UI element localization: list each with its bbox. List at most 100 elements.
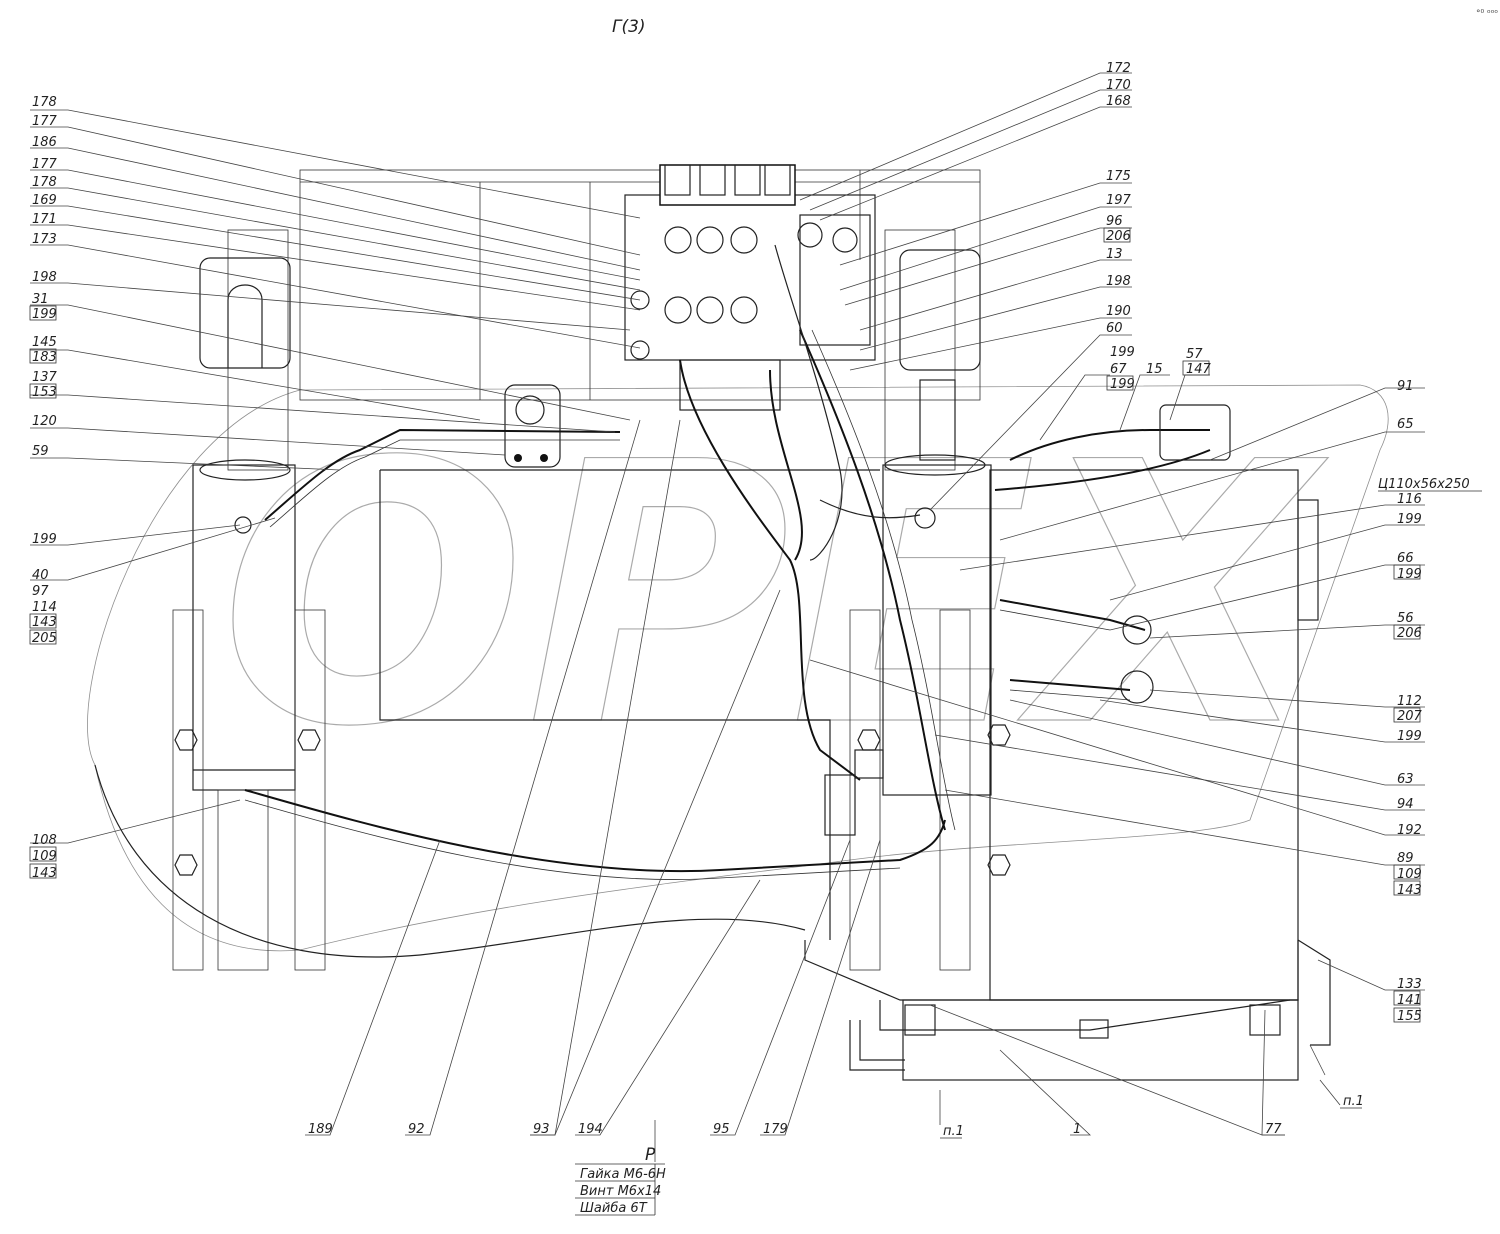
svg-text:56: 56 <box>1397 611 1414 626</box>
svg-text:207: 207 <box>1397 709 1423 724</box>
callouts-left: 178 177 186 177 178 169 171 173 198 31 1… <box>29 95 58 881</box>
svg-text:97: 97 <box>32 584 49 599</box>
callouts-bottom: 189 92 93 194 95 179 1 77 п.1 п.1 <box>308 1094 1364 1139</box>
svg-text:177: 177 <box>32 114 58 129</box>
svg-text:109: 109 <box>32 849 57 864</box>
watermark-logo: OPEX <box>87 384 1389 952</box>
svg-text:183: 183 <box>32 350 57 365</box>
callout-171: 171 <box>32 212 57 227</box>
svg-text:63: 63 <box>1397 772 1414 787</box>
callout-63: 63 <box>1397 772 1414 787</box>
svg-text:13: 13 <box>1106 247 1123 262</box>
callout-91: 91 <box>1397 379 1414 394</box>
control-valve-block <box>504 164 876 468</box>
fastener-table: P Гайка М6-6Н Винт М6х14 Шайба 6Т <box>575 1145 666 1216</box>
svg-text:93: 93 <box>533 1122 550 1137</box>
callout-31-199: 31 199 <box>29 292 57 322</box>
svg-text:143: 143 <box>32 615 57 630</box>
svg-text:177: 177 <box>32 157 58 172</box>
svg-text:170: 170 <box>1106 78 1131 93</box>
svg-text:199: 199 <box>1397 512 1422 527</box>
callout-177-b: 177 <box>32 157 58 172</box>
tank-housing <box>94 469 1331 1081</box>
callout-116: 116 <box>1397 492 1422 507</box>
svg-text:206: 206 <box>1397 626 1422 641</box>
svg-text:189: 189 <box>308 1122 333 1137</box>
svg-text:65: 65 <box>1397 417 1414 432</box>
callout-198-right: 198 <box>1106 274 1131 289</box>
svg-text:143: 143 <box>32 866 57 881</box>
svg-text:172: 172 <box>1106 61 1131 76</box>
callout-13: 13 <box>1106 247 1123 262</box>
svg-text:206: 206 <box>1106 229 1131 244</box>
callout-65: 65 <box>1397 417 1414 432</box>
callout-60: 60 <box>1106 321 1123 336</box>
callout-133-stack: 133 141 155 <box>1393 977 1422 1024</box>
callout-1: 1 <box>1073 1122 1081 1137</box>
callout-94: 94 <box>1397 797 1414 812</box>
callout-178-a: 178 <box>32 95 57 110</box>
svg-text:199: 199 <box>1397 567 1422 582</box>
svg-text:120: 120 <box>32 414 57 429</box>
svg-text:198: 198 <box>32 270 57 285</box>
svg-text:197: 197 <box>1106 193 1132 208</box>
svg-text:96: 96 <box>1106 214 1123 229</box>
svg-text:59: 59 <box>32 444 49 459</box>
callout-89-stack: 89 109 143 <box>1393 851 1422 898</box>
svg-text:108: 108 <box>32 833 57 848</box>
svg-text:67: 67 <box>1110 362 1127 377</box>
svg-text:31: 31 <box>32 292 49 307</box>
callout-15: 15 <box>1146 362 1163 377</box>
section-mark-p: P <box>645 1145 656 1165</box>
svg-text:178: 178 <box>32 175 57 190</box>
svg-text:198: 198 <box>1106 274 1131 289</box>
svg-text:171: 171 <box>32 212 57 227</box>
svg-text:175: 175 <box>1106 169 1131 184</box>
svg-text:116: 116 <box>1397 492 1422 507</box>
callout-95: 95 <box>713 1122 730 1137</box>
svg-text:92: 92 <box>408 1122 425 1137</box>
callout-194: 194 <box>578 1122 603 1137</box>
svg-text:194: 194 <box>578 1122 603 1137</box>
callout-92: 92 <box>408 1122 425 1137</box>
svg-text:1: 1 <box>1073 1122 1081 1137</box>
svg-text:133: 133 <box>1397 977 1422 992</box>
leader-lines <box>30 72 1425 1162</box>
corner-mark: °⁰ ᵒᵒᵒ <box>1476 9 1498 19</box>
fastener-screw: Винт М6х14 <box>580 1184 661 1199</box>
callout-66-199: 66 199 <box>1393 551 1422 582</box>
callout-192: 192 <box>1397 823 1422 838</box>
svg-text:145: 145 <box>32 335 57 350</box>
callout-189: 189 <box>308 1122 333 1137</box>
svg-text:91: 91 <box>1397 379 1414 394</box>
svg-text:95: 95 <box>713 1122 730 1137</box>
svg-text:190: 190 <box>1106 304 1131 319</box>
svg-text:173: 173 <box>32 232 57 247</box>
fastener-nut: Гайка М6-6Н <box>580 1167 666 1182</box>
callout-199-right-b: 199 <box>1397 729 1422 744</box>
svg-text:153: 153 <box>32 385 57 400</box>
svg-text:199: 199 <box>32 532 57 547</box>
watermark-text: OPEX <box>220 386 1328 805</box>
callout-175: 175 <box>1106 169 1131 184</box>
svg-text:147: 147 <box>1186 362 1212 377</box>
callout-96-206: 96 206 <box>1103 214 1131 244</box>
callout-198-left: 198 <box>32 270 57 285</box>
callout-173: 173 <box>32 232 57 247</box>
left-cylinder <box>172 257 326 971</box>
callout-93: 93 <box>533 1122 550 1137</box>
callout-199-67-199: 199 67 199 <box>1106 345 1135 392</box>
callout-177-a: 177 <box>32 114 58 129</box>
svg-text:199: 199 <box>1110 377 1135 392</box>
svg-text:178: 178 <box>32 95 57 110</box>
callout-179: 179 <box>763 1122 788 1137</box>
callout-199-right-a: 199 <box>1397 512 1422 527</box>
svg-text:57: 57 <box>1186 347 1203 362</box>
svg-text:94: 94 <box>1397 797 1414 812</box>
callout-197: 197 <box>1106 193 1132 208</box>
callout-59: 59 <box>32 444 49 459</box>
fastener-washer: Шайба 6Т <box>580 1201 648 1216</box>
svg-text:114: 114 <box>32 600 57 615</box>
svg-text:15: 15 <box>1146 362 1163 377</box>
svg-text:199: 199 <box>1110 345 1135 360</box>
